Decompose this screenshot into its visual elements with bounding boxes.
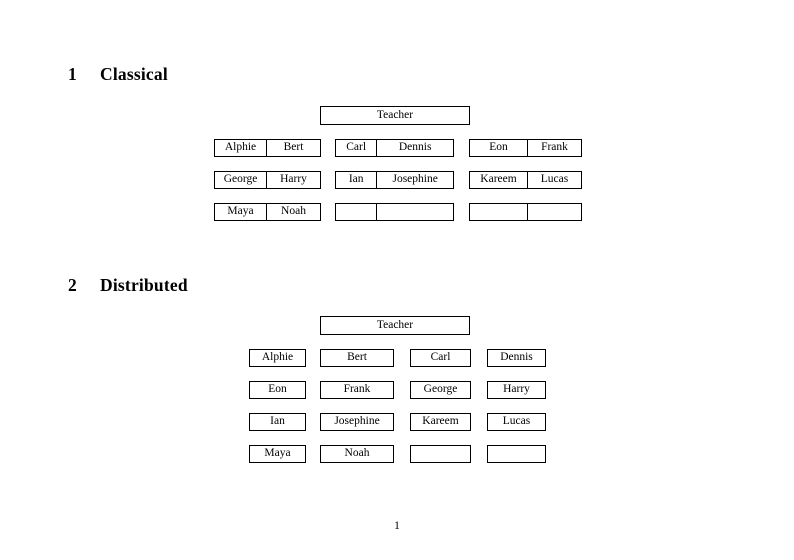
student-box: Bert [320,349,394,367]
student-box: Lucas [487,413,546,431]
student-cell-empty [336,204,376,220]
section-number: 2 [68,275,77,295]
student-cell: Harry [266,172,320,188]
student-cell: Ian [348,173,364,186]
table-row: Kareem Lucas [469,171,582,189]
student-box: Kareem [410,413,471,431]
student-box: Eon [249,381,306,399]
student-box: Dennis [487,349,546,367]
section-heading-distributed: 2 Distributed [68,275,188,296]
section-heading-classical: 1 Classical [68,64,168,85]
student-cell: George [223,173,258,186]
student-cell: Carl [346,141,367,154]
student-cell: Maya [227,205,254,218]
table-row: Ian Josephine [335,171,454,189]
table-row-empty [335,203,454,221]
table-row: Eon Frank [469,139,582,157]
student-cell: Bert [266,140,320,156]
student-cell: Eon [489,141,508,154]
teacher-box-distributed: Teacher [320,316,470,335]
teacher-box-classical: Teacher [320,106,470,125]
student-cell: Josephine [376,172,453,188]
table-row-empty [469,203,582,221]
student-cell: Kareem [480,173,517,186]
student-cell: Noah [266,204,320,220]
student-cell-empty [526,204,581,220]
section-number: 1 [68,64,77,84]
student-cell-empty [470,204,527,220]
student-box: Carl [410,349,471,367]
student-cell-empty [376,204,453,220]
table-row: Maya Noah [214,203,321,221]
student-box-empty [487,445,546,463]
student-cell: Frank [526,140,581,156]
student-cell: Alphie [224,141,257,154]
student-box: Noah [320,445,394,463]
student-box: Josephine [320,413,394,431]
table-row: George Harry [214,171,321,189]
section-title: Distributed [100,275,188,295]
student-box: Frank [320,381,394,399]
student-box: Harry [487,381,546,399]
student-cell: Lucas [526,172,581,188]
table-row: Carl Dennis [335,139,454,157]
section-title: Classical [100,64,168,84]
student-box: George [410,381,471,399]
student-box: Alphie [249,349,306,367]
student-box-empty [410,445,471,463]
student-box: Maya [249,445,306,463]
student-cell: Dennis [376,140,453,156]
student-box: Ian [249,413,306,431]
table-row: Alphie Bert [214,139,321,157]
page-number: 1 [394,520,400,532]
